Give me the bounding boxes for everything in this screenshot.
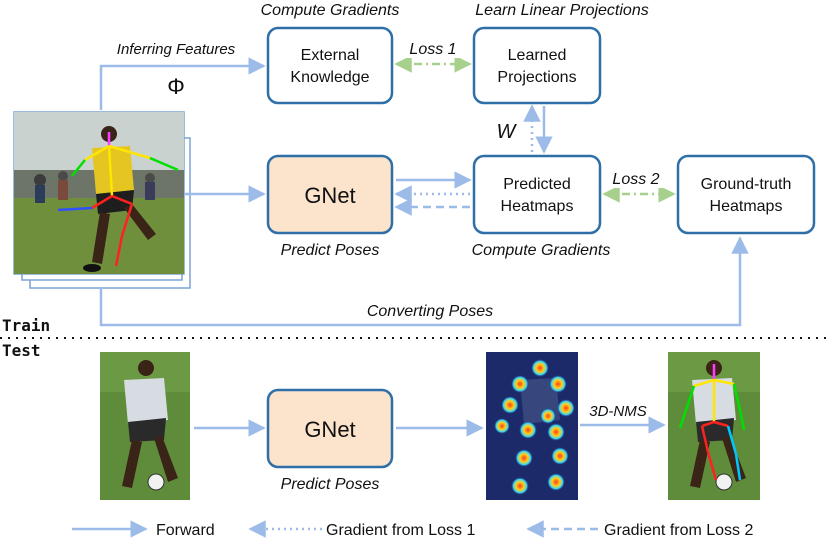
legend-forward-label: Forward [156,522,215,539]
gnet-train-label: GNet [304,183,355,208]
ground-truth-heatmaps-line2: Heatmaps [710,198,783,215]
caption-compute-gradients-top: Compute Gradients [261,2,400,19]
test-heatmap-image [486,352,578,500]
ground-truth-heatmaps-box: Ground-truth Heatmaps [676,154,816,235]
arrow-inferring-features [99,57,266,110]
train-input-image-stack [13,111,191,289]
legend-gradient-loss1-label: Gradient from Loss 1 [326,522,476,539]
test-input-photo [100,352,190,500]
predicted-heatmaps-line2: Heatmaps [501,198,574,215]
learned-projections-line2: Projections [497,69,576,86]
gnet-box-test: GNet [266,388,394,469]
caption-loss2: Loss 2 [612,171,659,188]
learned-projections-box: Learned Projections [472,26,602,105]
caption-inferring-features: Inferring Features [117,41,236,58]
caption-learn-linear-projections: Learn Linear Projections [475,2,648,19]
external-knowledge-line2: Knowledge [290,69,369,86]
caption-predict-poses-test: Predict Poses [281,476,380,493]
caption-predict-poses: Predict Poses [281,242,380,259]
legend-gradient-loss2-label: Gradient from Loss 2 [604,522,754,539]
predicted-heatmaps-box: Predicted Heatmaps [472,154,602,235]
external-knowledge-line1: External [301,47,360,64]
caption-loss1: Loss 1 [409,41,456,58]
caption-phi: Φ [167,74,185,99]
predicted-heatmaps-line1: Predicted [503,176,571,193]
caption-w: W [497,121,518,143]
gnet-box-train: GNet [266,154,394,235]
gnet-test-label: GNet [304,417,355,442]
caption-converting-poses: Converting Poses [367,303,493,320]
train-input-photo [13,111,185,275]
caption-compute-gradients-bottom: Compute Gradients [472,242,611,259]
train-label: Train [2,316,50,335]
learned-projections-line1: Learned [508,47,567,64]
test-label: Test [2,341,41,360]
external-knowledge-box: External Knowledge [266,26,394,105]
caption-nms: 3D-NMS [589,403,647,420]
test-output-pose-photo [668,352,760,500]
ground-truth-heatmaps-line1: Ground-truth [701,176,792,193]
arrow-converting-poses [99,236,749,327]
legend: Forward Gradient from Loss 1 Gradient fr… [72,520,754,539]
